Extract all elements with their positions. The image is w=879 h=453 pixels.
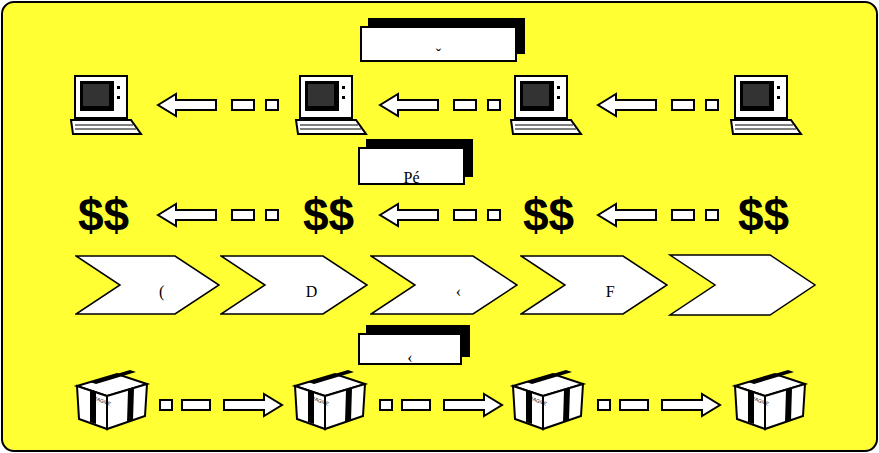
chevron-shape xyxy=(221,256,367,314)
flow-arrow xyxy=(380,394,502,416)
flow-arrow xyxy=(380,204,500,226)
package-icon xyxy=(295,370,365,429)
cash-symbol: $$ xyxy=(303,192,354,238)
chevron-shape xyxy=(521,256,667,314)
chevron-outline xyxy=(220,255,368,315)
computer-icon xyxy=(71,76,141,134)
flow-arrow xyxy=(158,94,278,116)
section-label-box: ‹ xyxy=(358,333,462,365)
node-text: ‹ xyxy=(456,283,461,301)
flow-arrow xyxy=(380,94,500,116)
flow-arrow xyxy=(598,204,718,226)
node-text: ‹ xyxy=(360,349,460,365)
stage-chevron: ‹ xyxy=(370,255,518,315)
node-text: ( xyxy=(159,283,164,301)
flow-arrow xyxy=(158,204,278,226)
section-label-box: Pé xyxy=(358,147,465,185)
section-label-box: ˇ xyxy=(360,26,517,62)
cash-symbol: $$ xyxy=(523,192,574,238)
node-text: ˇ xyxy=(362,46,515,62)
package-icon xyxy=(77,370,147,429)
chevron-shape xyxy=(76,256,219,314)
node-text: Pé xyxy=(360,169,463,185)
stage-chevron: D xyxy=(220,255,368,315)
cash-symbol: $$ xyxy=(738,192,789,238)
flow-arrow xyxy=(160,394,282,416)
cash-symbol: $$ xyxy=(78,192,129,238)
chevron-shape xyxy=(371,256,517,314)
computer-icon xyxy=(296,76,366,134)
stage-chevron: F xyxy=(520,255,668,315)
package-icon xyxy=(735,370,805,429)
node-text: D xyxy=(306,283,318,301)
node-text: F xyxy=(606,283,615,301)
chevron-outline xyxy=(520,255,668,315)
chevron-outline xyxy=(75,255,220,315)
flow-arrow xyxy=(598,394,720,416)
computer-icon xyxy=(731,76,801,134)
flow-arrow xyxy=(598,94,718,116)
computer-icon xyxy=(511,76,581,134)
stage-chevron: ( xyxy=(75,255,220,315)
stage-chevron xyxy=(670,255,815,315)
package-icon xyxy=(513,370,583,429)
chevron-outline xyxy=(370,255,518,315)
